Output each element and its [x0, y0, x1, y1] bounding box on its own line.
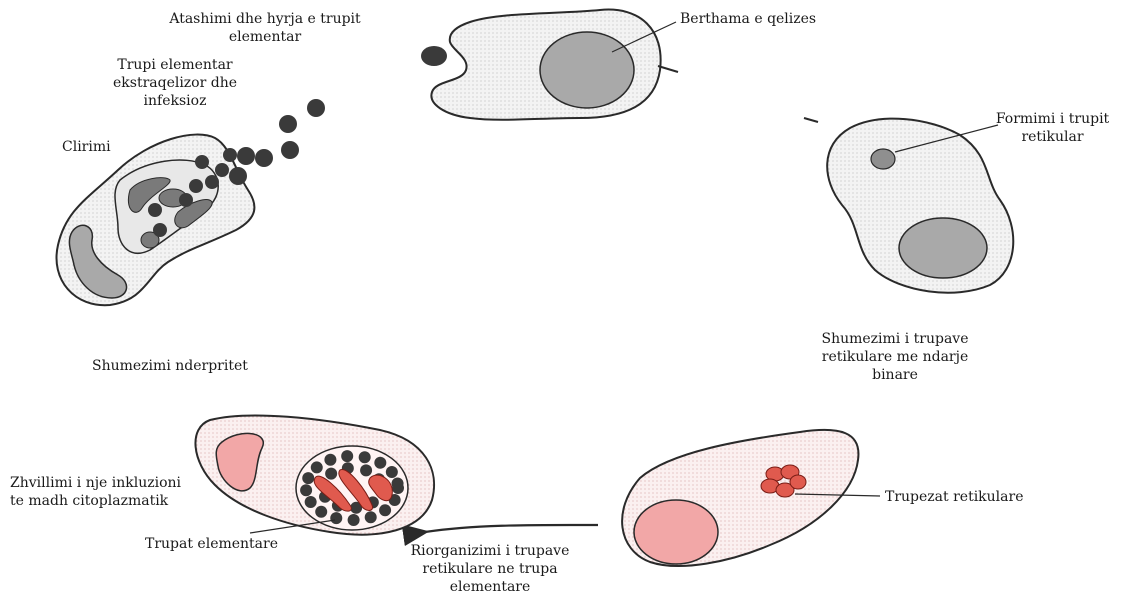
label-reticular-bodies: Trupezat retikulare	[885, 488, 1065, 506]
label-cytoplasmic-inclusion: Zhvillimi i nje inkluzioni te madh citop…	[10, 474, 210, 510]
elementary-body	[305, 496, 317, 508]
reticular-body	[871, 149, 895, 169]
cell-release	[57, 135, 255, 306]
elementary-body	[315, 506, 327, 518]
elementary-body	[325, 468, 337, 480]
elementary-body	[341, 450, 353, 462]
cell-inclusion	[195, 415, 434, 534]
label-binary-fission: Shumezimi i trupave retikulare me ndarje…	[800, 330, 990, 384]
attaching-elementary-body	[421, 46, 447, 66]
label-host-nucleus: Berthama e qelizes	[680, 10, 840, 28]
elementary-body	[324, 454, 336, 466]
elementary-body	[330, 512, 342, 524]
label-attachment-entry: Atashimi dhe hyrja e trupit elementar	[160, 10, 370, 46]
elementary-body	[374, 457, 386, 469]
host-nucleus	[634, 500, 718, 564]
host-nucleus	[899, 218, 987, 278]
elementary-body	[148, 203, 162, 217]
elementary-body	[215, 163, 229, 177]
elementary-body	[281, 141, 299, 159]
elementary-body	[300, 484, 312, 496]
elementary-body	[205, 175, 219, 189]
elementary-body	[153, 223, 167, 237]
elementary-body	[237, 147, 255, 165]
elementary-body	[348, 514, 360, 526]
host-nucleus	[540, 32, 634, 108]
label-multiplication-stops: Shumezimi nderpritet	[92, 357, 292, 375]
cell-binary-fission	[622, 430, 880, 566]
membrane-fragment	[804, 118, 818, 122]
label-extracellular-elementary-body: Trupi elementar ekstraqelizor dhe infeks…	[95, 56, 255, 110]
elementary-body	[302, 472, 314, 484]
elementary-body	[359, 451, 371, 463]
cell-reticular-formation	[804, 118, 1013, 293]
label-reticular-formation: Formimi i trupit retikular	[985, 110, 1120, 146]
elementary-body	[360, 464, 372, 476]
elementary-body	[223, 148, 237, 162]
elementary-body	[379, 504, 391, 516]
elementary-body	[195, 155, 209, 169]
cell-attachment-entry	[421, 10, 678, 120]
elementary-body	[392, 478, 404, 490]
extracellular-elementary-bodies	[229, 99, 325, 185]
elementary-body	[311, 461, 323, 473]
elementary-body	[189, 179, 203, 193]
reticular-body	[790, 475, 806, 489]
label-elementary-bodies: Trupat elementare	[145, 535, 295, 553]
elementary-body	[307, 99, 325, 117]
elementary-body	[386, 466, 398, 478]
elementary-body	[229, 167, 247, 185]
reorganization-arrow	[425, 525, 598, 532]
label-reorganization: Riorganizimi i trupave retikulare ne tru…	[385, 542, 595, 596]
label-release: Clirimi	[62, 138, 142, 156]
elementary-body	[279, 115, 297, 133]
elementary-body	[255, 149, 273, 167]
elementary-body	[179, 193, 193, 207]
elementary-body	[365, 511, 377, 523]
